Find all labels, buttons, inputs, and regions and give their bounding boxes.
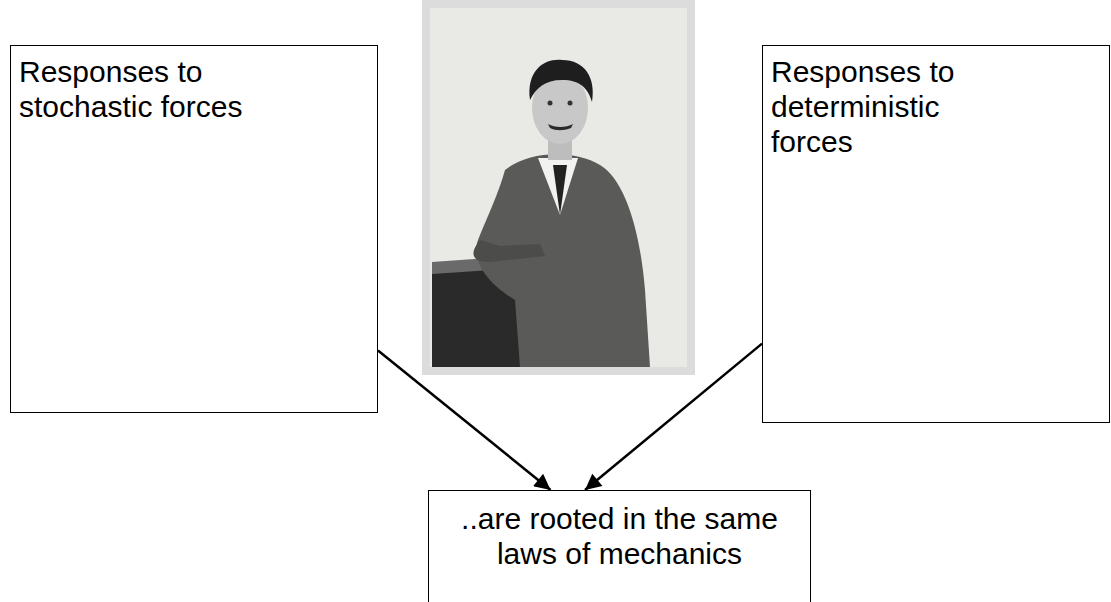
box-text: Responses to deterministic forces: [771, 54, 976, 159]
photo-eye: [568, 101, 573, 106]
box-text: ..are rooted in the same laws of mechani…: [442, 501, 797, 571]
arrow-connector: [585, 344, 762, 490]
arrow-connector: [378, 350, 551, 490]
photo-eye: [548, 101, 553, 106]
photo-moustache: [548, 124, 573, 130]
photo-hair: [529, 60, 592, 102]
stochastic-box: Responses to stochastic forces: [10, 45, 378, 413]
photo-shirt: [538, 158, 578, 215]
deterministic-box: Responses to deterministic forces: [762, 45, 1110, 423]
conclusion-box: ..are rooted in the same laws of mechani…: [428, 490, 811, 602]
photo-arm: [473, 240, 545, 262]
box-text: Responses to stochastic forces: [19, 54, 269, 124]
photo-ground: [422, 0, 695, 375]
photo-tie: [553, 165, 567, 215]
photo-backdrop: [430, 8, 687, 367]
